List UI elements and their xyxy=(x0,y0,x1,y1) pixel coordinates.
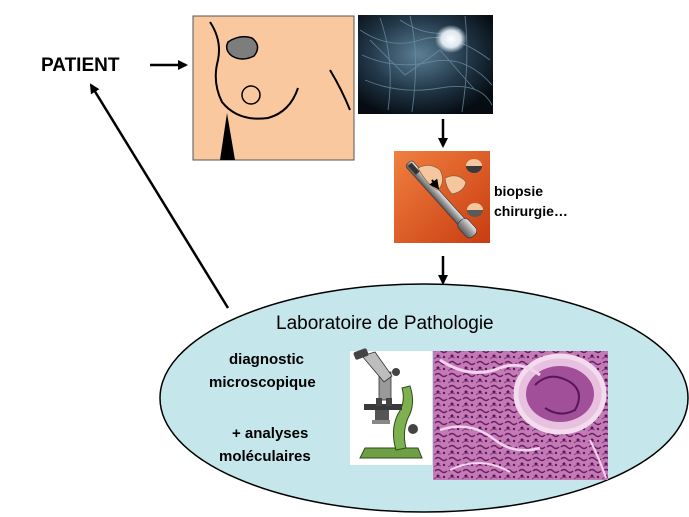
molecular-label: moléculaires xyxy=(219,448,311,465)
arrow-lab-to-patient xyxy=(89,83,230,309)
patient-label: PATIENT xyxy=(41,55,120,76)
microscopic-label: microscopique xyxy=(209,374,316,391)
nipple-circle xyxy=(241,85,261,105)
diagnostic-label: diagnostic xyxy=(229,351,304,368)
histology-image xyxy=(433,351,608,480)
surgery-label: chirurgie… xyxy=(494,203,568,219)
analyses-label: + analyses xyxy=(232,425,308,442)
breast-schematic xyxy=(192,15,355,161)
biopsy-illustration xyxy=(394,151,490,243)
lab-title: Laboratoire de Pathologie xyxy=(276,313,494,334)
microscope-icon xyxy=(350,348,432,465)
incision-wedge xyxy=(220,113,235,160)
tumor-shape xyxy=(225,35,259,60)
mammogram-image xyxy=(358,15,493,114)
biopsy-label: biopsie xyxy=(494,183,543,199)
